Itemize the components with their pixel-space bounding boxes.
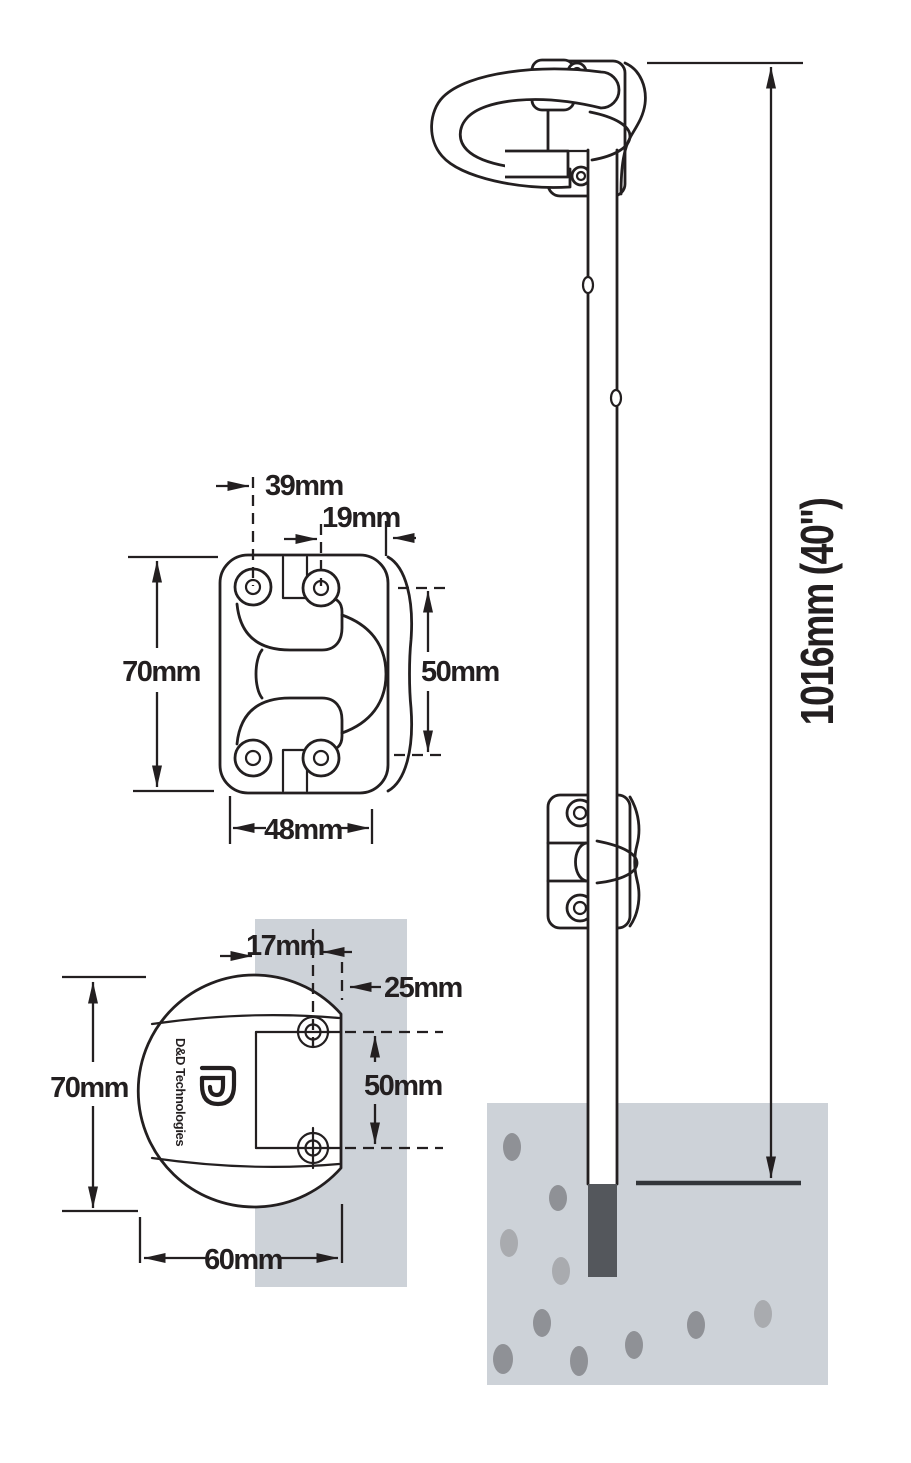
screw-hole-inner xyxy=(575,170,587,182)
speckle xyxy=(493,1344,513,1374)
screw-hole xyxy=(233,738,273,778)
dimension-48mm: 48mm xyxy=(228,796,374,846)
dim-label-39mm: 39mm xyxy=(265,470,343,502)
dim-label-50mm-plan: 50mm xyxy=(364,1070,442,1102)
dd-logo: D&D Technologies xyxy=(173,1038,237,1146)
pin-hole xyxy=(581,275,595,295)
screw-hole-inner xyxy=(244,749,262,767)
dimension-25mm: 25mm xyxy=(340,962,463,1004)
speckle xyxy=(533,1309,551,1337)
top-bracket-saddle xyxy=(588,110,632,162)
speckle xyxy=(754,1300,772,1328)
dimension-50mm-front: 50mm xyxy=(394,586,500,757)
front-view: 39mm 19mm 70mm 50mm xyxy=(122,470,500,846)
speckle xyxy=(687,1311,705,1339)
screw-hole xyxy=(301,568,341,608)
dimension-19mm: 19mm xyxy=(284,502,416,586)
speckle xyxy=(500,1229,518,1257)
plate-bevel-top xyxy=(150,1013,341,1026)
dd-logo-mark-inner xyxy=(199,1075,226,1098)
dimension-70mm-plan: 70mm xyxy=(50,975,146,1213)
dim-label-50mm-front: 50mm xyxy=(421,656,499,688)
rod-body xyxy=(588,150,617,1184)
plate-bevel-bottom xyxy=(150,1156,341,1169)
dimension-60mm: 60mm xyxy=(138,1204,344,1276)
dimension-rod-length: 1016mm (40") xyxy=(647,61,843,1179)
dimension-50mm-plan: 50mm xyxy=(345,1030,443,1150)
bracket-holes xyxy=(233,567,341,778)
saddle-claw-top xyxy=(235,597,344,652)
dim-label-70mm-front: 70mm xyxy=(122,656,200,688)
handle-loop xyxy=(430,67,621,189)
saddle-boss xyxy=(340,613,388,735)
speckle xyxy=(625,1331,643,1359)
saddle-web xyxy=(254,648,264,700)
dd-logo-mark-outer xyxy=(199,1065,237,1107)
dim-label-70mm-plan: 70mm xyxy=(50,1072,128,1104)
socket-holes xyxy=(294,1015,332,1170)
screw-hole-inner xyxy=(572,900,588,916)
lift-handle xyxy=(430,67,621,189)
elevation-view: 1016mm (40") xyxy=(430,58,843,1385)
concrete-footing xyxy=(487,1103,828,1385)
rod-tip xyxy=(588,1184,617,1277)
dimension-70mm-front: 70mm xyxy=(122,555,218,793)
screw-hole xyxy=(301,738,341,778)
brand-text: D&D Technologies xyxy=(173,1038,188,1146)
socket-plate xyxy=(136,973,343,1209)
speckle xyxy=(552,1257,570,1285)
saddle-claw-bottom xyxy=(235,696,344,751)
dim-label-17mm: 17mm xyxy=(246,930,324,962)
handle-arm xyxy=(505,149,570,179)
speckle xyxy=(549,1185,567,1211)
pin-hole xyxy=(609,388,623,408)
dim-label-25mm: 25mm xyxy=(384,972,462,1004)
lower-bracket-side xyxy=(628,795,641,928)
bracket-plate xyxy=(218,553,390,795)
speckle xyxy=(503,1133,521,1161)
dim-label-48mm: 48mm xyxy=(264,814,342,846)
screw-hole-inner xyxy=(244,578,262,596)
drop-rod xyxy=(566,148,623,1186)
dim-label-rod-length: 1016mm (40") xyxy=(791,499,842,726)
screw-hole-inner xyxy=(572,805,588,821)
bracket-side-profile xyxy=(386,555,413,793)
dimension-17mm: 17mm xyxy=(220,929,352,1053)
dim-label-60mm: 60mm xyxy=(204,1244,282,1276)
dim-label-19mm: 19mm xyxy=(322,502,400,534)
concrete-speckles xyxy=(493,1133,772,1376)
dimension-39mm: 39mm xyxy=(216,470,344,586)
top-bracket-side xyxy=(619,61,647,196)
speckle xyxy=(570,1346,588,1376)
lower-bracket-neck xyxy=(574,841,588,883)
lower-bracket-saddle xyxy=(595,839,639,885)
plan-view: D&D Technologies 17mm 25mm 50mm xyxy=(50,919,463,1287)
screw-hole-inner xyxy=(312,749,330,767)
